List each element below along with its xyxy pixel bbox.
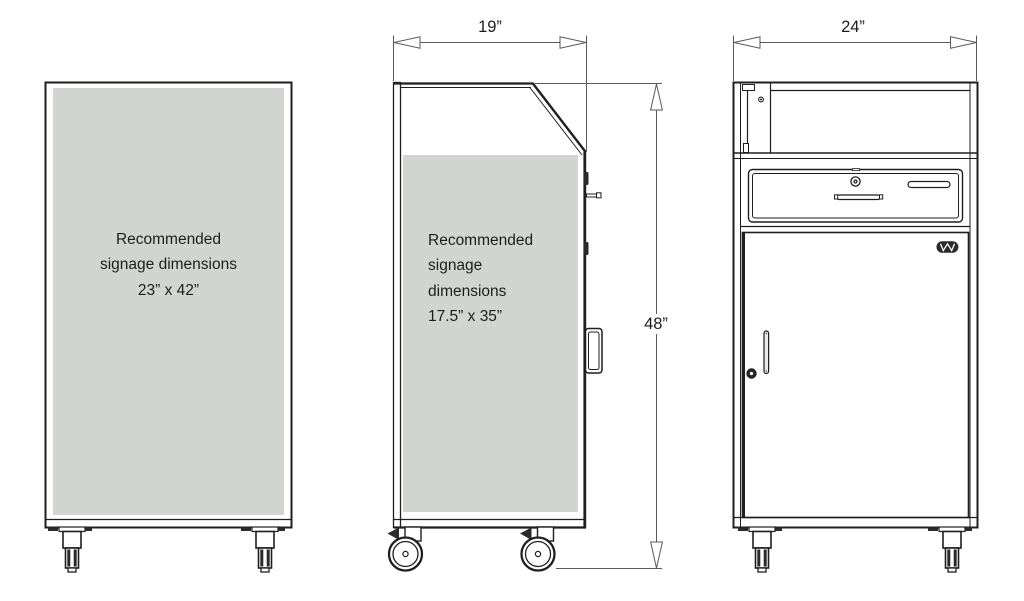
brand-logo-icon [936, 241, 959, 253]
sign-holder-band [734, 83, 977, 160]
side-width-dimension-label: 19” [478, 18, 502, 36]
key-head [596, 192, 602, 199]
side-signage-dimensions-label: Recommended signage dimensions 17.5” x 3… [428, 232, 534, 325]
door-lock-icon [746, 368, 757, 379]
caster-icon [240, 526, 286, 573]
front-signage-dimensions-label: Recommended signage dimensions 23” x 42” [99, 231, 237, 299]
caster-icon [47, 526, 93, 573]
swivel-caster-icon [386, 525, 424, 572]
swivel-caster-icon [518, 525, 556, 572]
side-view [386, 81, 603, 572]
cash-drawer [741, 168, 970, 228]
hinge-knuckle [584, 242, 589, 255]
front-sign-view [44, 81, 293, 573]
hinge-knuckle [584, 172, 589, 185]
signage-area [403, 155, 578, 512]
front-width-dimension-label: 24” [841, 18, 865, 36]
drawer-handle-icon [834, 194, 884, 201]
caster-icon [737, 526, 783, 573]
front-cabinet-view [732, 81, 979, 573]
dimension-width-19 [393, 35, 587, 151]
caster-icon [927, 526, 973, 573]
dimension-height-48 [535, 83, 664, 569]
dimension-width-24 [733, 35, 977, 81]
key-icon [586, 193, 598, 198]
drawer-slot [907, 180, 951, 189]
cabinet-door [741, 231, 970, 519]
signage-area [53, 88, 284, 515]
pull-handle-icon [584, 327, 603, 374]
door-handle-icon [763, 330, 770, 375]
drawer-lock-icon [850, 176, 861, 187]
side-height-dimension-label: 48” [632, 314, 680, 334]
